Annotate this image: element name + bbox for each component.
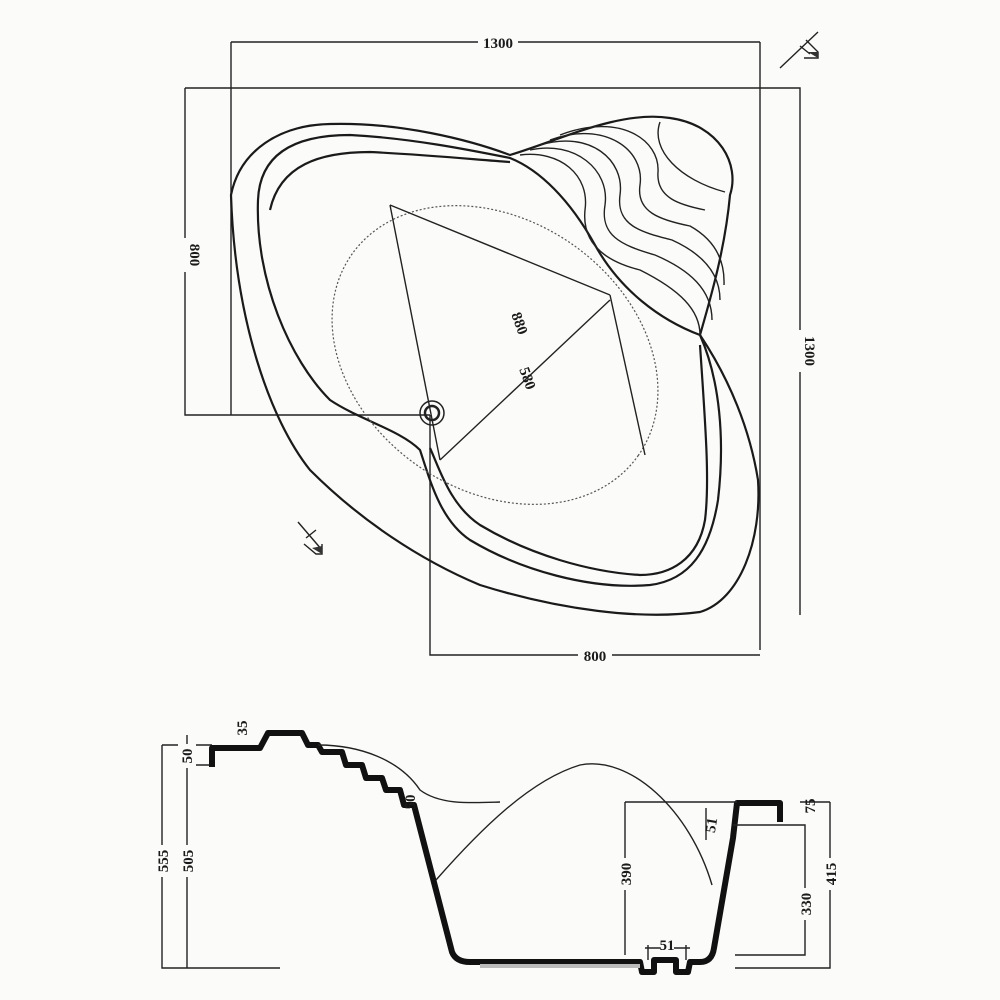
label-wall-top: 51 xyxy=(703,817,721,835)
label-width-inner: 580 xyxy=(515,365,538,392)
label-inner-height-left: 505 xyxy=(181,850,197,873)
label-total-height-right: 415 xyxy=(824,863,840,886)
corner-arrow-icon xyxy=(779,31,819,69)
dimension-line-880 xyxy=(389,204,646,461)
label-inner-height-right: 330 xyxy=(799,893,815,916)
dimension-line-580 xyxy=(439,299,611,461)
top-view: 1300 800 1300 880 580 800 xyxy=(176,31,819,665)
label-step-height: 35 xyxy=(235,721,251,736)
label-length-inner: 880 xyxy=(507,310,530,337)
shell-curve xyxy=(435,763,713,886)
dimension-line-drain xyxy=(645,945,690,960)
section-profile xyxy=(209,730,783,975)
label-rim-left: 50 xyxy=(180,749,196,764)
label-side-left: 800 xyxy=(186,244,202,267)
drain-channel xyxy=(480,964,640,968)
bathtub-inner-rim-2 xyxy=(268,150,709,577)
rim-curve xyxy=(317,744,501,804)
dimension-line-left xyxy=(184,87,801,615)
drain-icon xyxy=(419,400,445,426)
section-view: 35 50 555 505 50 390 51 51 75 330 415 xyxy=(153,721,840,975)
bathtub-outer-outline xyxy=(229,115,760,616)
label-rim-right: 75 xyxy=(803,799,819,814)
dimension-line-top xyxy=(230,41,761,650)
label-width-right: 1300 xyxy=(801,336,817,366)
label-total-height: 555 xyxy=(156,850,172,873)
bathtub-inner-rim xyxy=(256,133,723,587)
label-drain-width: 51 xyxy=(660,938,675,954)
label-width-top: 1300 xyxy=(483,36,513,52)
basin-outline xyxy=(331,205,659,505)
label-side-bottom: 800 xyxy=(584,649,607,665)
corner-arrow-icon xyxy=(297,521,323,555)
label-step-rim: 50 xyxy=(403,795,419,810)
label-depth: 390 xyxy=(619,863,635,886)
dimension-line-bottom xyxy=(429,415,760,656)
shell-steps xyxy=(519,121,726,336)
